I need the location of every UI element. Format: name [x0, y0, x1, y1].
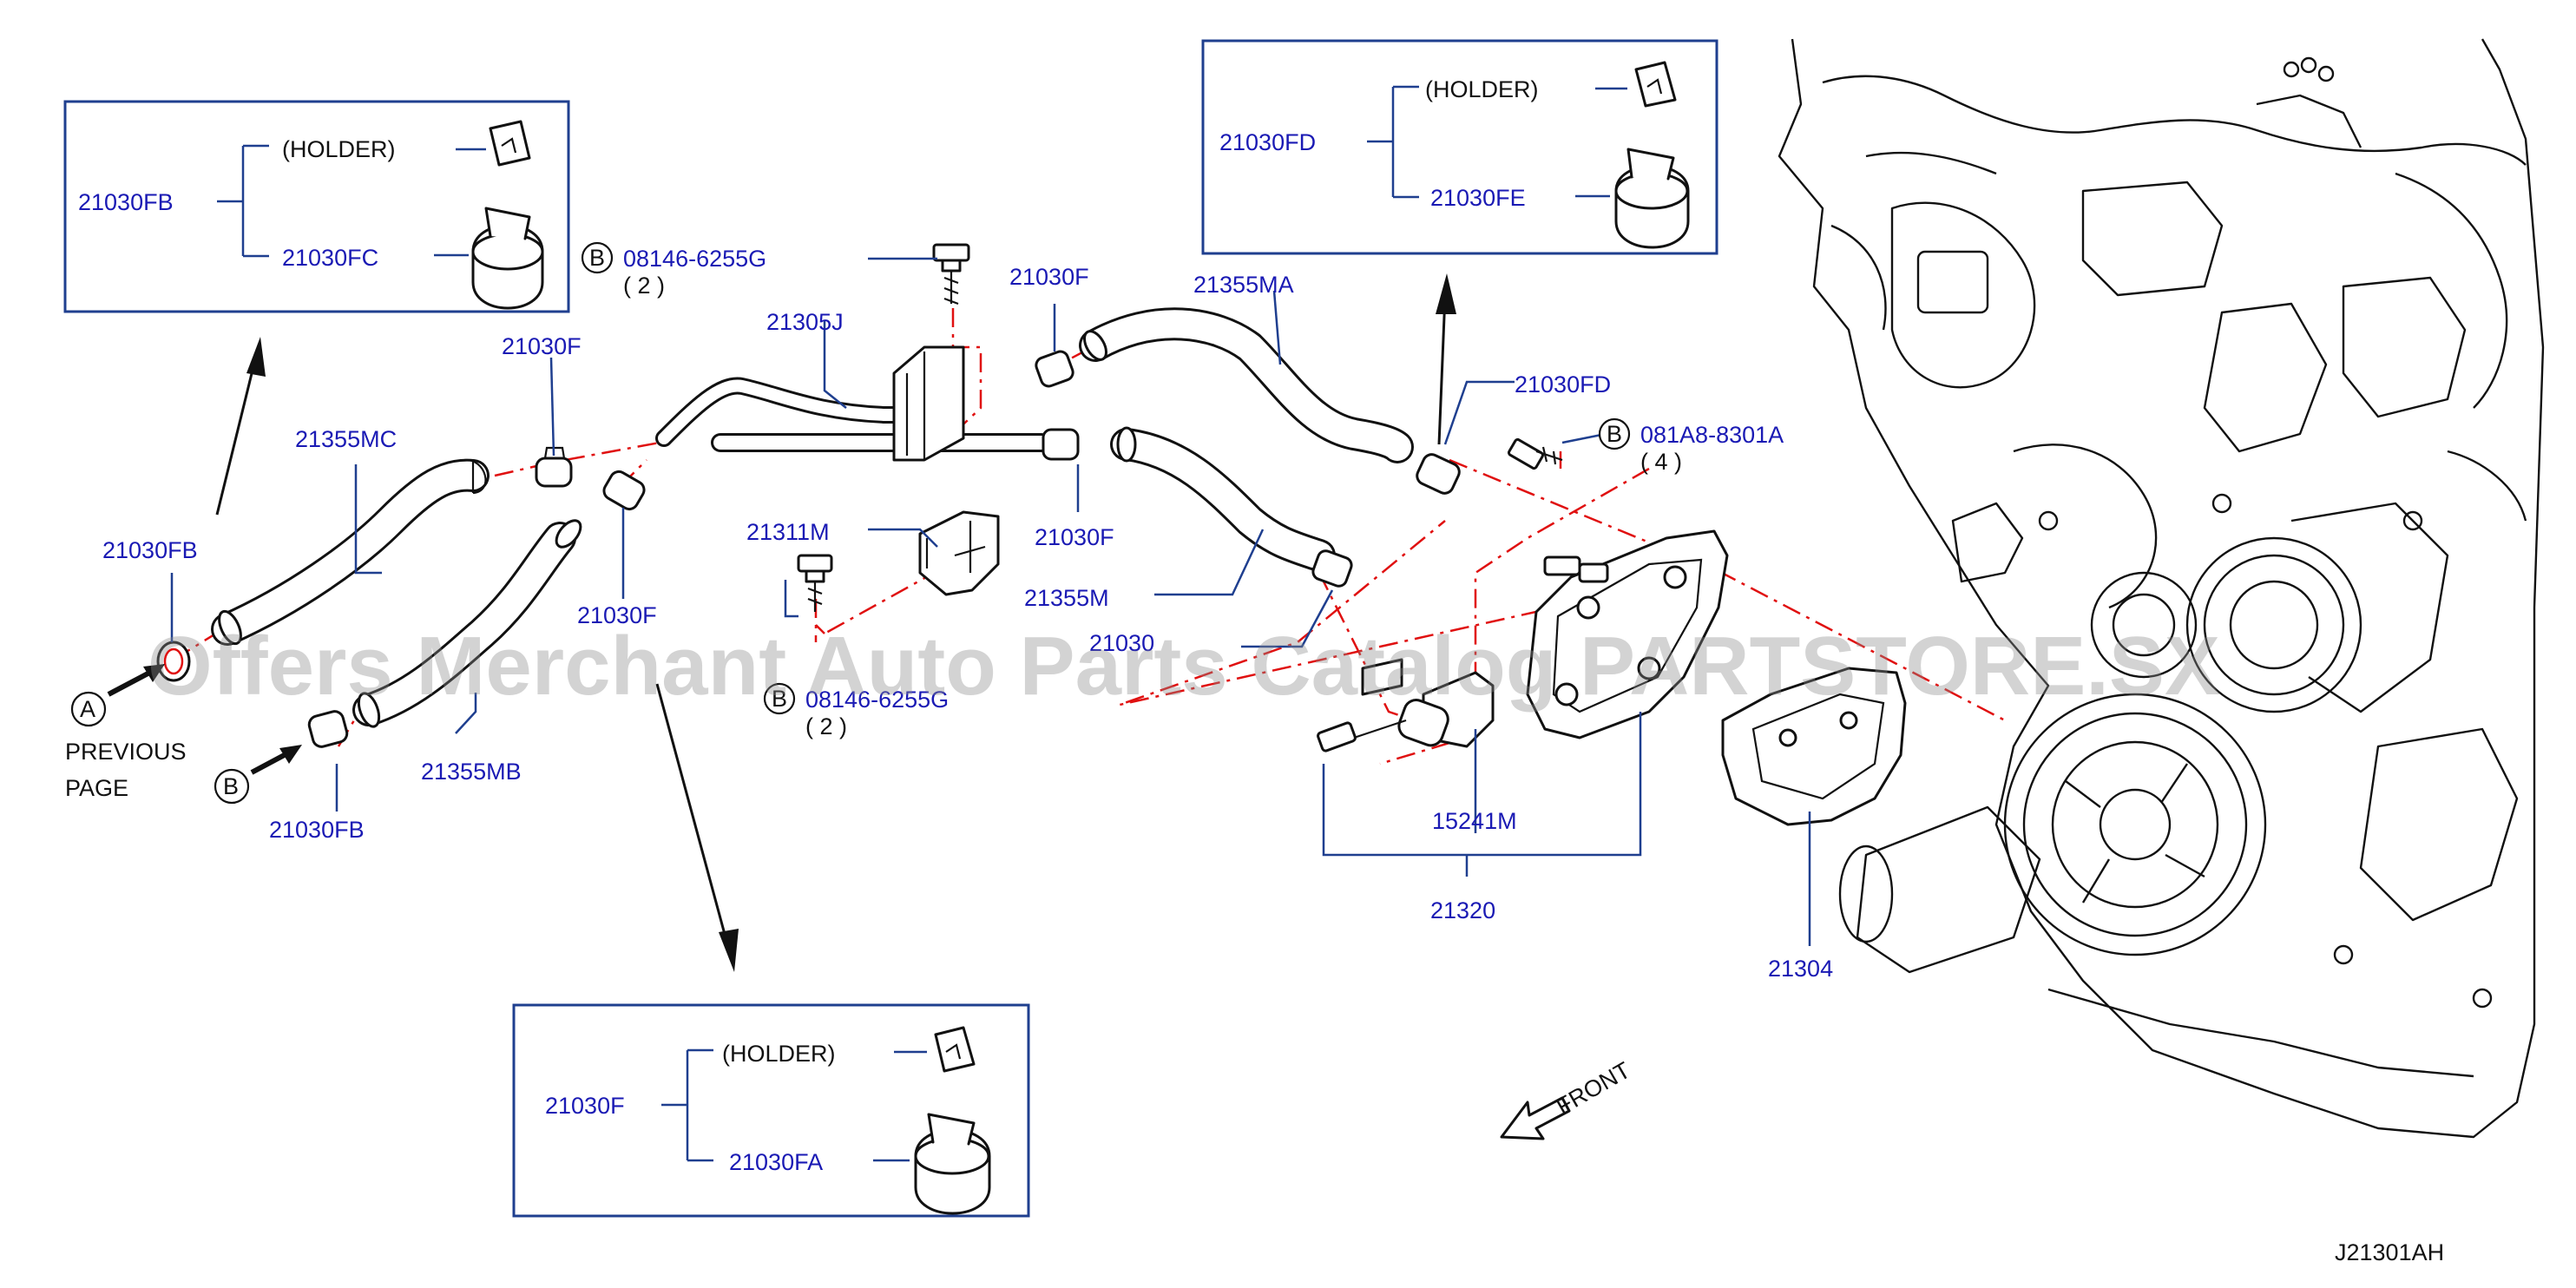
box-parent-label: 21030F: [545, 1093, 625, 1119]
label-21030: 21030: [1089, 630, 1154, 656]
bolt-callout-right: B 081A8-8301A ( 4 ): [1598, 417, 1784, 475]
bolt-callout-lower: B 08146-6255G ( 2 ): [763, 682, 949, 739]
ref-circle-b: B: [589, 245, 605, 271]
watermark-text: Offers Merchant Auto Parts Catalog PARTS…: [148, 620, 2220, 713]
previous-page-refs: A B PREVIOUS PAGE: [65, 664, 302, 805]
pipe-21305j: [655, 345, 1051, 462]
hose-21355ma: [1079, 307, 1414, 463]
label-21030fb: 21030FB: [269, 817, 365, 843]
box-child-label: 21030FC: [282, 245, 378, 271]
label-21030f: 21030F: [1035, 524, 1114, 550]
flange-21320: [1317, 529, 1729, 752]
label-15241m: 15241M: [1432, 808, 1517, 834]
holder-clip-icon: [1634, 61, 1677, 108]
label-21355mb: 21355MB: [421, 759, 522, 785]
front-indicator: FRONT: [1500, 1057, 1635, 1140]
clamp-21030fb-a: [156, 641, 191, 682]
diagram-id: J21301AH: [2335, 1239, 2444, 1265]
clamp-21030f-d: [1042, 428, 1080, 461]
label-21030fd: 21030FD: [1515, 371, 1611, 398]
label-21355ma: 21355MA: [1193, 272, 1294, 298]
ref-circle-b: B: [1607, 421, 1622, 447]
hose-21355mc: [211, 458, 490, 646]
holder-clip-icon: [934, 1026, 976, 1073]
bolt-callout-upper: B 08146-6255G ( 2 ): [581, 241, 766, 299]
inset-box-21030fb: 21030FB (HOLDER) 21030FC: [63, 100, 570, 313]
bolt-lower: [797, 554, 833, 612]
label-21030fb: 21030FB: [102, 537, 198, 563]
box-parent-label: 21030FD: [1219, 129, 1316, 155]
ref-circle-a: A: [80, 696, 95, 722]
box-child-label: 21030FE: [1430, 185, 1526, 211]
bolt-part-number: 08146-6255G: [805, 687, 949, 713]
hose-21355mb: [352, 519, 582, 728]
holder-clip-icon: [489, 120, 531, 167]
label-21304: 21304: [1768, 956, 1833, 982]
hose-21355m: [1110, 426, 1336, 572]
bolt-right: [1508, 437, 1563, 470]
hose-clamp-icon: [471, 207, 544, 310]
label-21320: 21320: [1430, 897, 1495, 923]
bolt-quantity: ( 2 ): [623, 273, 665, 299]
bracket-21311m: [918, 510, 1000, 596]
bolt-upper: [932, 243, 970, 306]
engine-assembly: [1778, 38, 2545, 1139]
bolt-part-number: 081A8-8301A: [1640, 422, 1784, 448]
leader-lines: [170, 257, 1811, 946]
water-outlet-15241m: [1361, 658, 1495, 748]
label-21305j: 21305J: [766, 309, 844, 335]
front-label: FRONT: [1552, 1057, 1635, 1120]
callout-arrows: [215, 273, 1456, 972]
clamp-21030fd: [1416, 453, 1461, 495]
label-21311m: 21311M: [746, 519, 830, 545]
ref-circle-b: B: [223, 773, 239, 799]
bolt-quantity: ( 2 ): [805, 713, 847, 739]
ref-circle-b: B: [772, 686, 787, 712]
label-21030f: 21030F: [577, 602, 657, 628]
box-holder-label: (HOLDER): [282, 136, 396, 162]
box-holder-label: (HOLDER): [722, 1041, 836, 1067]
clamp-21030f-b: [602, 470, 646, 511]
hose-clamp-icon: [1614, 148, 1690, 249]
part-labels: 21030F 21355MC 21030FB 21030F 21355MB 21…: [102, 264, 1833, 982]
label-21030f: 21030F: [1009, 264, 1089, 290]
clamp-21030fb-b: [307, 710, 349, 748]
inset-box-21030fd: 21030FD (HOLDER) 21030FE: [1201, 39, 1718, 255]
gasket-21304: [1721, 667, 1907, 826]
bolt-part-number: 08146-6255G: [623, 246, 766, 272]
label-21355m: 21355M: [1024, 585, 1109, 611]
inset-box-21030f: 21030F (HOLDER) 21030FA: [512, 1003, 1030, 1218]
hose-clamp-icon: [914, 1113, 991, 1215]
label-21355mc: 21355MC: [295, 426, 397, 452]
previous-page-label: PREVIOUS: [65, 739, 187, 765]
box-child-label: 21030FA: [729, 1149, 823, 1175]
clamps: [156, 350, 1461, 748]
box-holder-label: (HOLDER): [1425, 76, 1539, 102]
box-parent-label: 21030FB: [78, 189, 174, 215]
clamp-21030f-c: [1035, 350, 1074, 388]
bolt-quantity: ( 4 ): [1640, 449, 1682, 475]
previous-page-label: PAGE: [65, 775, 128, 801]
clamp-21030f-e: [1311, 549, 1353, 588]
label-21030f: 21030F: [502, 333, 582, 359]
